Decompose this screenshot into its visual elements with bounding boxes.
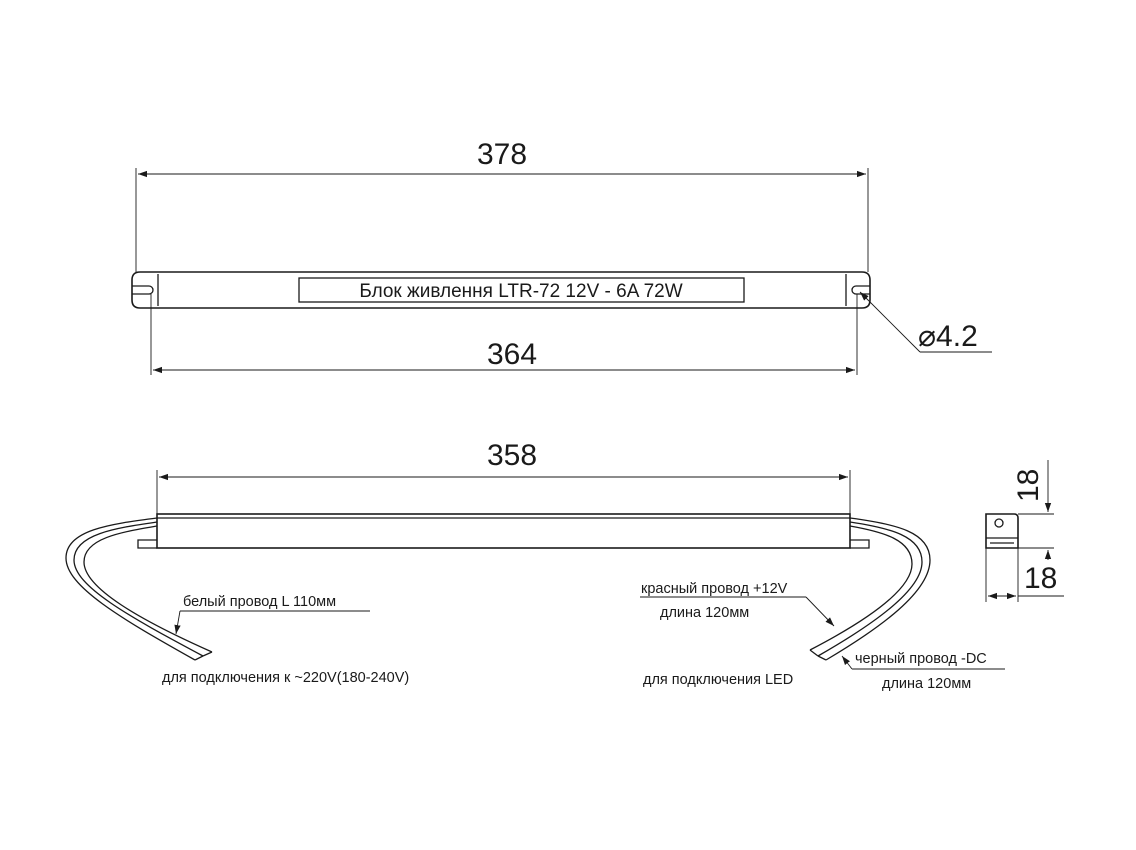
mounting-slot-right bbox=[851, 285, 870, 295]
white-wire-note: белый провод L 110мм bbox=[183, 594, 336, 610]
power-supply-side-body bbox=[156, 513, 851, 549]
power-supply-top-outline bbox=[131, 271, 871, 309]
white-wire-outer bbox=[65, 517, 196, 661]
led-connection-note: для подключения LED bbox=[643, 672, 793, 688]
end-width-dimension: 18 bbox=[1024, 562, 1057, 595]
mounting-slot-left bbox=[132, 285, 154, 295]
end-height-dimension: 18 bbox=[1012, 469, 1045, 502]
wire-end bbox=[809, 649, 819, 657]
wire-end bbox=[817, 655, 827, 661]
black-wire-leader bbox=[841, 655, 853, 670]
black-wire-length: длина 120мм bbox=[882, 676, 971, 692]
mounting-flange-right bbox=[850, 539, 870, 549]
side-view: 358 белый провод L 110мм для подключения… bbox=[65, 439, 1005, 692]
white-wire-leader bbox=[174, 610, 181, 635]
length-dimension: 358 bbox=[487, 439, 537, 472]
end-profile-hole bbox=[994, 518, 1004, 528]
overall-length-dimension: 378 bbox=[477, 138, 527, 171]
hole-spacing-dimension: 364 bbox=[487, 338, 537, 371]
hole-diameter-dimension: ⌀4.2 bbox=[918, 320, 978, 353]
end-view: 18 18 bbox=[985, 460, 1064, 602]
red-wire-inner bbox=[817, 521, 923, 657]
mounting-flange-left bbox=[137, 539, 157, 549]
ac-connection-note: для подключения к ~220V(180-240V) bbox=[162, 670, 409, 686]
red-wire-length: длина 120мм bbox=[660, 605, 749, 621]
brown-wire bbox=[83, 525, 213, 653]
top-view: 378 Блок живлення LTR-72 12V - 6A 72W 36… bbox=[131, 138, 992, 375]
label-plate bbox=[298, 277, 745, 303]
red-wire-note: красный провод +12V bbox=[641, 581, 788, 597]
product-label: Блок живлення LTR-72 12V - 6A 72W bbox=[359, 281, 682, 302]
hole-diameter-leader bbox=[859, 291, 921, 353]
black-wire-note: черный провод -DC bbox=[855, 651, 987, 667]
red-wire-leader bbox=[805, 596, 835, 627]
red-wire-outer bbox=[825, 517, 931, 661]
wire-end bbox=[194, 655, 204, 661]
wire-end bbox=[202, 651, 213, 657]
black-wire bbox=[809, 525, 913, 651]
white-wire-inner bbox=[73, 521, 204, 657]
